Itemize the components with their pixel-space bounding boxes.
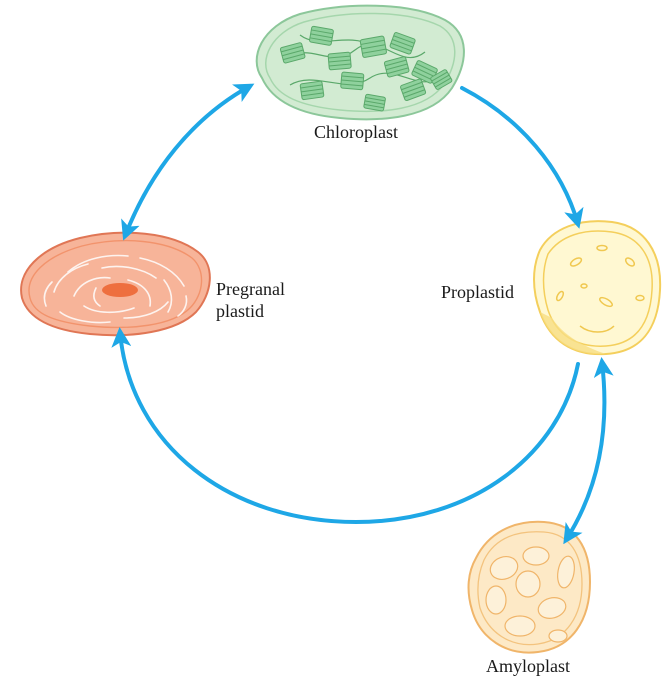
amyloplast-inner-membrane	[477, 531, 583, 646]
pregranal-lamellae	[43, 254, 188, 324]
arrow-proplastid-to-pregranal	[111, 327, 580, 525]
chloroplast-inner-membrane	[265, 12, 456, 113]
pregranal-prolamellar-body	[102, 283, 138, 297]
pregranal-label-line2: plastid	[216, 301, 264, 321]
amyloplast-label: Amyloplast	[486, 656, 570, 676]
amyloplast-starch-grains	[485, 546, 575, 643]
pregranal-plastid	[20, 231, 211, 337]
proplastid-edge-shading	[540, 312, 606, 355]
chloroplast	[255, 4, 465, 121]
arrow-proplastid-amyloplast	[563, 357, 614, 545]
amyloplast	[467, 520, 592, 654]
proplastid-vesicles	[555, 244, 645, 333]
proplastid	[533, 220, 662, 356]
chloroplast-grana	[279, 25, 453, 112]
conversion-arrows	[111, 83, 614, 545]
pregranal-inner-membrane	[28, 239, 203, 329]
pregranal-label-line1: Pregranal	[216, 279, 285, 299]
chloroplast-label: Chloroplast	[314, 122, 398, 142]
proplastid-label: Proplastid	[441, 282, 514, 302]
proplastid-envelope	[533, 220, 662, 356]
arrow-pregranal-chloroplast	[121, 83, 255, 241]
proplastid-inner-membrane	[542, 230, 653, 347]
arrow-chloroplast-to-proplastid	[460, 86, 584, 229]
